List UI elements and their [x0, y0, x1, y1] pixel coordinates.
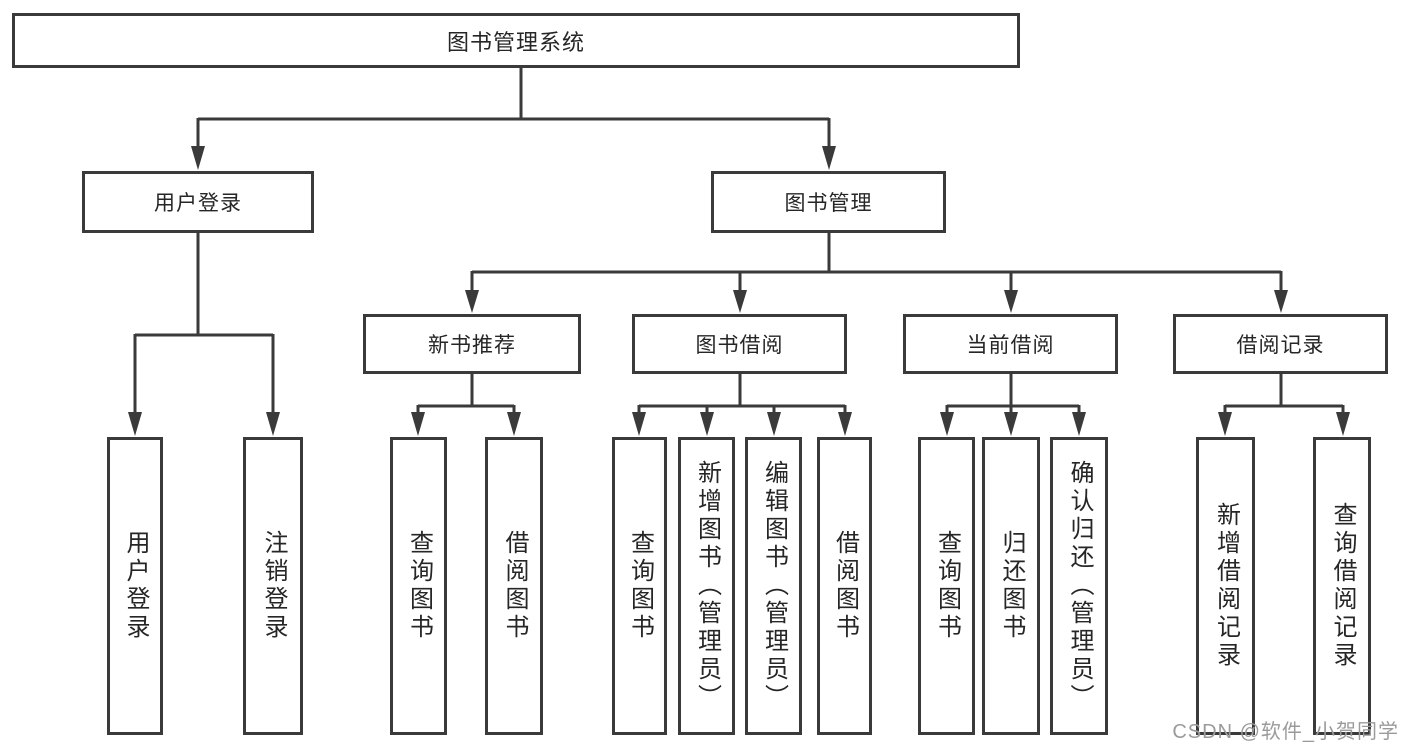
connector-user-login-to-leaves: [133, 233, 275, 414]
arrowheads-level3: [465, 290, 1288, 313]
leaf-query-books-current: 查询图书: [918, 437, 975, 735]
node-root-label: 图书管理系统: [446, 29, 585, 55]
node-book-management-label: 图书管理: [784, 192, 873, 215]
arrowheads-user-login: [128, 412, 280, 436]
leaf-user-login: 用户登录: [107, 437, 163, 735]
node-book-management: 图书管理: [711, 171, 946, 233]
node-new-book-recommend-label: 新书推荐: [428, 334, 516, 357]
node-user-login-label: 用户登录: [154, 192, 242, 215]
leaf-query-borrow-record: 查询借阅记录: [1313, 437, 1371, 735]
node-current-borrowing: 当前借阅: [903, 314, 1118, 374]
leaf-logout-label: 注销登录: [260, 530, 287, 642]
arrowheads-new-book-recommend: [411, 412, 521, 436]
arrowheads-current-borrowing: [940, 412, 1086, 436]
leaf-query-books-recommend: 查询图书: [390, 437, 447, 735]
arrowheads-book-borrowing: [632, 412, 852, 436]
arrowheads-borrowing-records: [1218, 412, 1350, 436]
leaf-query-books-current-label: 查询图书: [933, 530, 961, 642]
leaf-user-login-label: 用户登录: [122, 530, 149, 642]
leaf-edit-books-admin: 编辑图书（管理员）: [745, 437, 802, 735]
leaf-add-borrow-record: 新增借阅记录: [1196, 437, 1255, 735]
leaf-edit-books-admin-label: 编辑图书（管理员）: [760, 460, 788, 712]
leaf-query-books-borrowing: 查询图书: [612, 437, 667, 735]
node-book-borrowing-label: 图书借阅: [695, 334, 784, 357]
leaf-logout: 注销登录: [243, 437, 303, 735]
node-new-book-recommend: 新书推荐: [363, 314, 581, 374]
connector-borrowing-records-to-leaves: [1223, 374, 1345, 414]
csdn-watermark: CSDN @软件_小贺同学: [1172, 721, 1399, 743]
leaf-add-books-admin: 新增图书（管理员）: [678, 437, 735, 735]
leaf-query-books-recommend-label: 查询图书: [405, 530, 433, 642]
leaf-query-borrow-record-label: 查询借阅记录: [1329, 502, 1356, 670]
leaf-query-books-borrowing-label: 查询图书: [626, 530, 654, 642]
node-root: 图书管理系统: [12, 13, 1020, 68]
connector-root-to-level2: [196, 66, 831, 148]
leaf-borrow-books-borrowing-label: 借阅图书: [831, 530, 859, 642]
leaf-add-borrow-record-label: 新增借阅记录: [1212, 502, 1240, 670]
leaf-borrow-books-recommend: 借阅图书: [485, 437, 543, 735]
leaf-add-books-admin-label: 新增图书（管理员）: [693, 460, 721, 712]
leaf-borrow-books-recommend-label: 借阅图书: [501, 530, 528, 642]
node-borrowing-records-label: 借阅记录: [1236, 334, 1325, 357]
leaf-return-books: 归还图书: [982, 437, 1040, 735]
arrowheads-level2: [191, 146, 836, 170]
leaf-return-books-label: 归还图书: [998, 530, 1025, 642]
leaf-borrow-books-borrowing: 借阅图书: [817, 437, 872, 735]
node-borrowing-records: 借阅记录: [1173, 314, 1388, 374]
node-current-borrowing-label: 当前借阅: [966, 334, 1055, 357]
node-user-login: 用户登录: [82, 171, 314, 233]
connector-current-borrowing-to-leaves: [945, 374, 1081, 414]
connector-new-book-recommend-to-leaves: [416, 374, 516, 414]
node-book-borrowing: 图书借阅: [632, 314, 847, 374]
connector-book-management-to-level3: [470, 233, 1283, 292]
leaf-confirm-return-admin-label: 确认归还（管理员）: [1066, 460, 1093, 712]
leaf-confirm-return-admin: 确认归还（管理员）: [1050, 437, 1108, 735]
connector-book-borrowing-to-leaves: [637, 374, 847, 414]
